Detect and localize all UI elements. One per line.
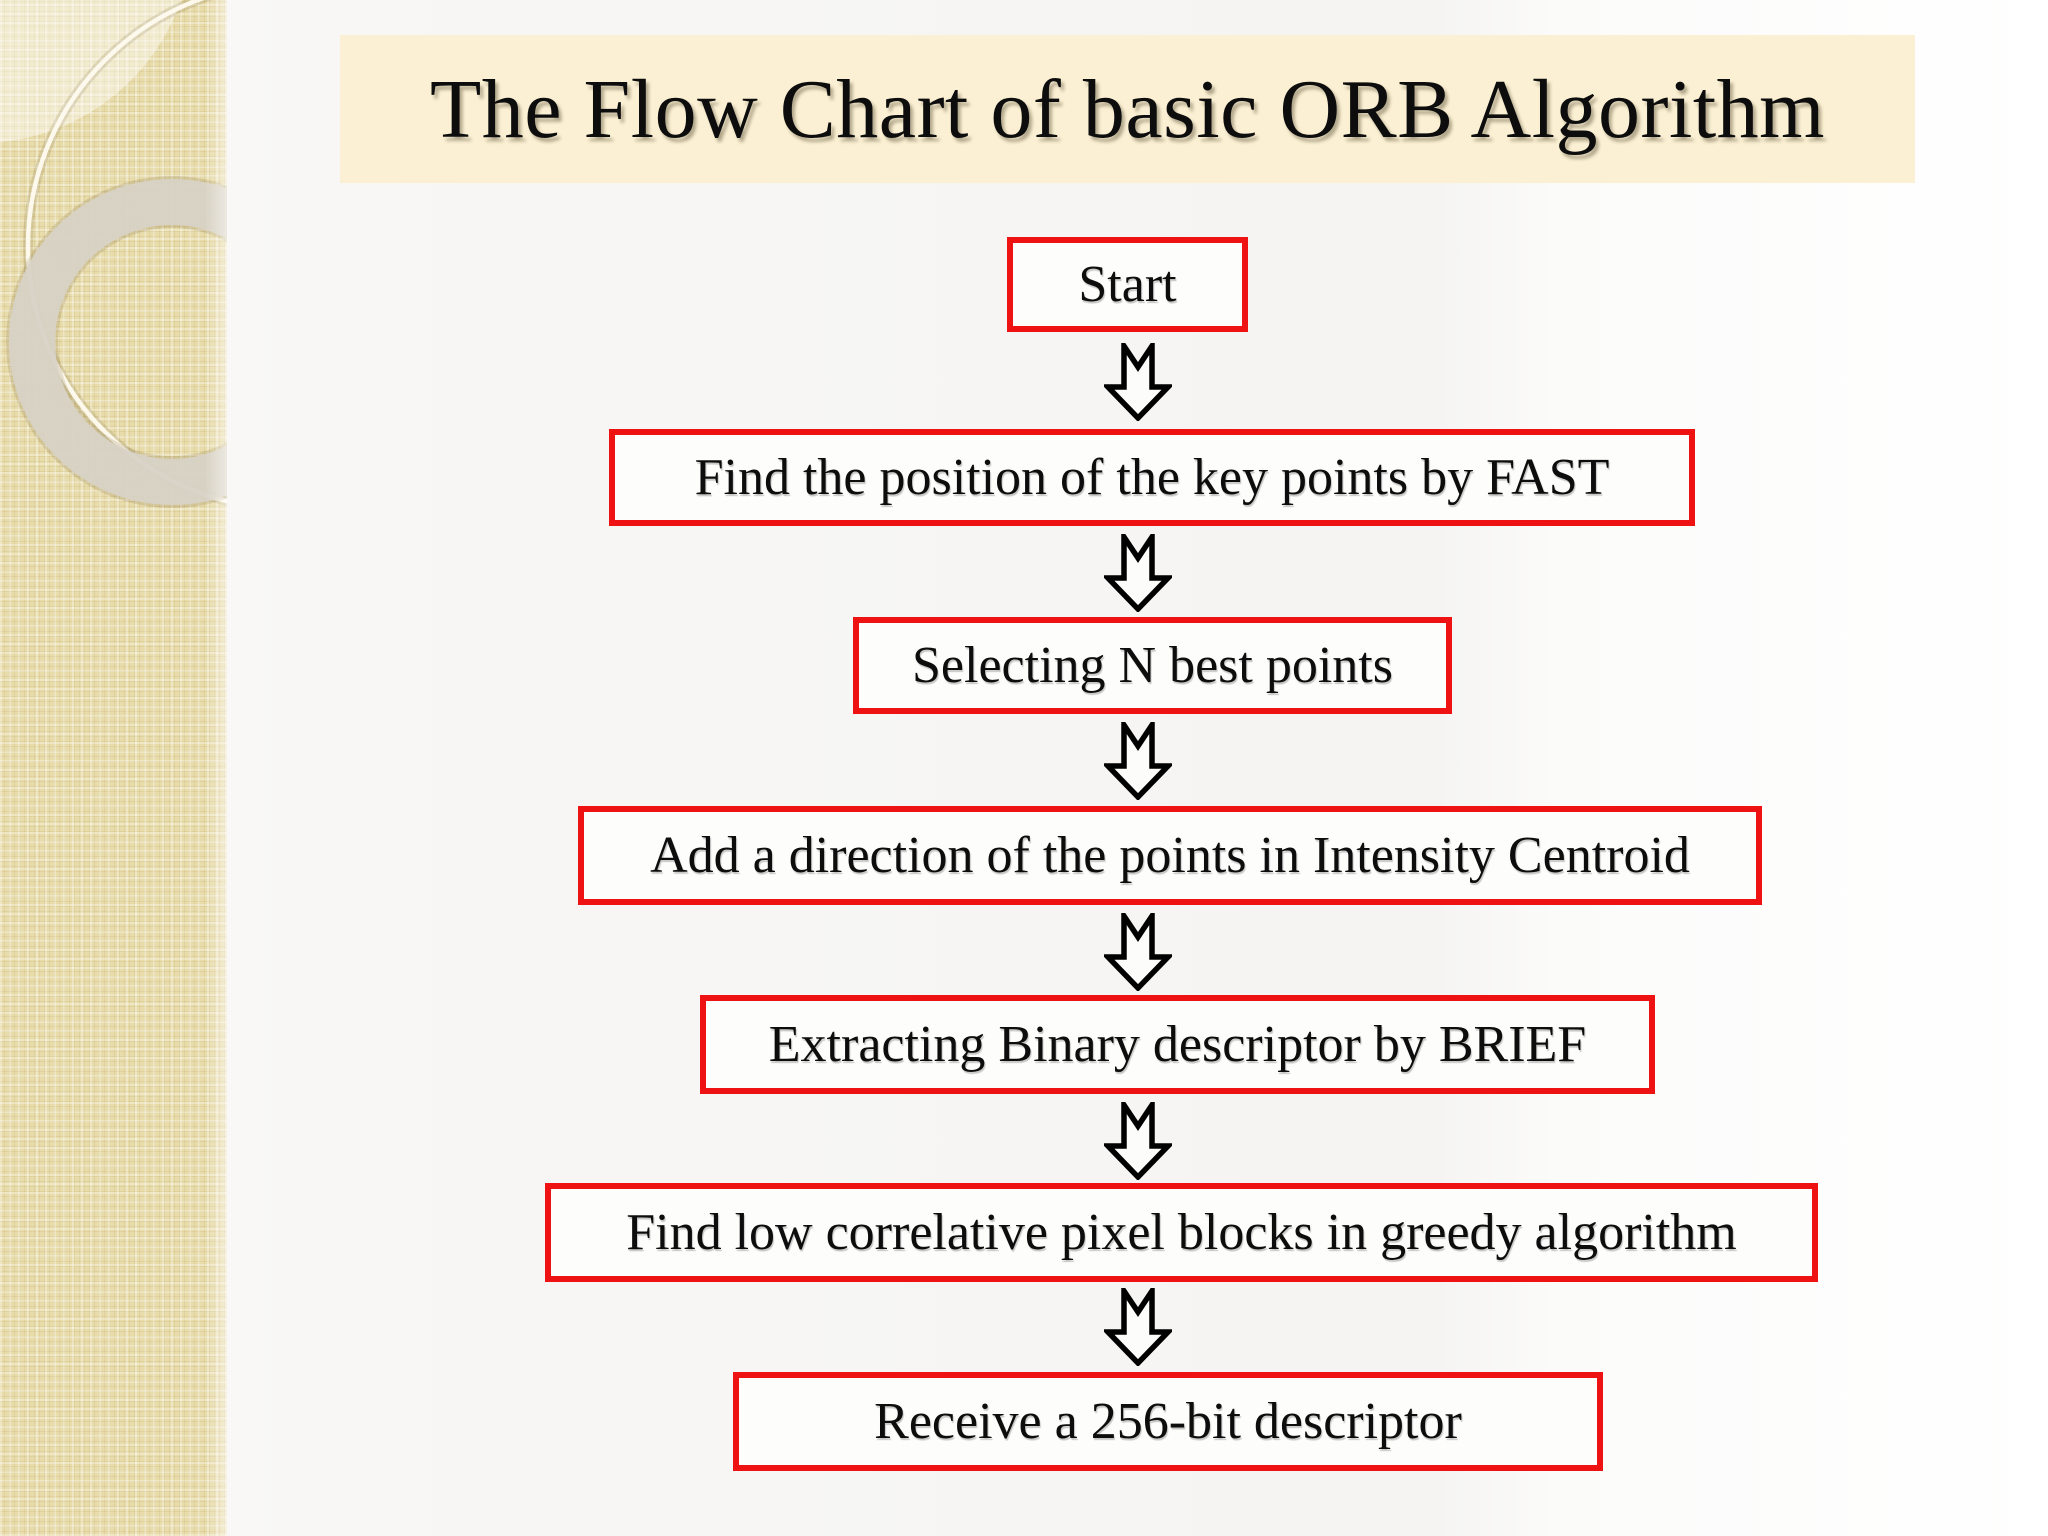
sidebar-circles-ornament: [0, 0, 227, 508]
title-band: The Flow Chart of basic ORB Algorithm: [340, 35, 1915, 183]
flow-node-fast: Find the position of the key points by F…: [609, 429, 1695, 526]
flow-node-intensity-centroid: Add a direction of the points in Intensi…: [578, 806, 1762, 905]
flow-node-descriptor: Receive a 256-bit descriptor: [733, 1372, 1603, 1471]
down-arrow-icon: [1104, 722, 1172, 800]
slide-title: The Flow Chart of basic ORB Algorithm: [429, 62, 1826, 156]
down-arrow-icon: [1104, 1102, 1172, 1180]
down-arrow-icon: [1104, 534, 1172, 612]
flow-node-brief: Extracting Binary descriptor by BRIEF: [700, 995, 1655, 1094]
down-arrow-icon: [1104, 913, 1172, 991]
sidebar-decoration: [0, 0, 227, 1536]
down-arrow-icon: [1104, 343, 1172, 421]
flow-node-start: Start: [1007, 237, 1248, 332]
flow-node-select-points: Selecting N best points: [853, 617, 1452, 714]
flow-node-greedy: Find low correlative pixel blocks in gre…: [545, 1183, 1818, 1282]
down-arrow-icon: [1104, 1288, 1172, 1366]
